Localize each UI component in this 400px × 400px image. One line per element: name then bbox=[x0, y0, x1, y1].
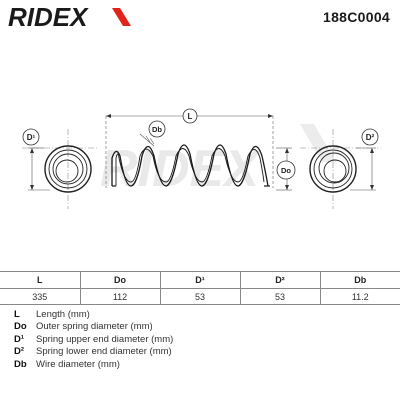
lower-end-view: D² bbox=[300, 128, 379, 209]
legend-symbol: Do bbox=[14, 321, 27, 333]
legend-symbol: D¹ bbox=[14, 333, 25, 345]
logo-accent bbox=[112, 8, 131, 26]
legend-item: Do Outer spring diameter (mm) bbox=[14, 321, 394, 333]
label-length: L bbox=[188, 112, 193, 121]
spring-diagram: RIDEX D¹ D² bbox=[22, 108, 379, 209]
legend-item: Db Wire diameter (mm) bbox=[14, 359, 394, 371]
legend-description: Spring upper end diameter (mm) bbox=[36, 333, 174, 345]
legend-symbol: D² bbox=[14, 346, 25, 358]
label-d2-right: D² bbox=[366, 133, 375, 142]
part-number: 188C0004 bbox=[322, 9, 390, 25]
label-d1-left: D¹ bbox=[27, 133, 36, 142]
legend-symbol: L bbox=[14, 309, 20, 320]
spec-header-do: Do bbox=[79, 271, 160, 289]
spec-value-db: 11.2 bbox=[319, 288, 400, 305]
legend: L Length (mm) Do Outer spring diameter (… bbox=[14, 309, 394, 371]
spec-value-row: 335 112 53 53 11.2 bbox=[0, 288, 400, 305]
spec-header-db: Db bbox=[319, 271, 400, 289]
label-wire-diameter: Db bbox=[152, 125, 162, 134]
label-outer-diameter: Do bbox=[281, 166, 291, 175]
spec-value-d1: 53 bbox=[159, 288, 240, 305]
spec-header-row: L Do D¹ D² Db bbox=[0, 271, 400, 289]
spring-side-view: L Db Do bbox=[105, 108, 296, 191]
legend-description: Length (mm) bbox=[36, 309, 90, 320]
legend-description: Wire diameter (mm) bbox=[36, 358, 120, 370]
spec-header-d1: D¹ bbox=[159, 271, 240, 289]
legend-item: D² Spring lower end diameter (mm) bbox=[14, 346, 394, 358]
legend-symbol: Db bbox=[14, 358, 27, 370]
spec-header-d2: D² bbox=[239, 271, 320, 289]
legend-description: Outer spring diameter (mm) bbox=[36, 321, 153, 333]
watermark-accent bbox=[300, 124, 336, 162]
spec-value-l: 335 bbox=[0, 288, 80, 305]
legend-item: D¹ Spring upper end diameter (mm) bbox=[14, 334, 394, 346]
logo-text: RIDEX bbox=[8, 4, 89, 30]
spec-table: L Do D¹ D² Db 335 112 53 53 11.2 bbox=[0, 271, 400, 305]
watermark-text: RIDEX bbox=[100, 140, 262, 198]
header: RIDEX 188C0004 bbox=[0, 0, 400, 34]
legend-item: L Length (mm) bbox=[14, 309, 394, 321]
legend-description: Spring lower end diameter (mm) bbox=[36, 346, 172, 358]
spec-header-l: L bbox=[0, 271, 80, 289]
ridex-logo: RIDEX bbox=[8, 4, 131, 30]
spec-value-do: 112 bbox=[79, 288, 160, 305]
upper-end-view: D¹ bbox=[22, 128, 98, 209]
spec-value-d2: 53 bbox=[239, 288, 320, 305]
